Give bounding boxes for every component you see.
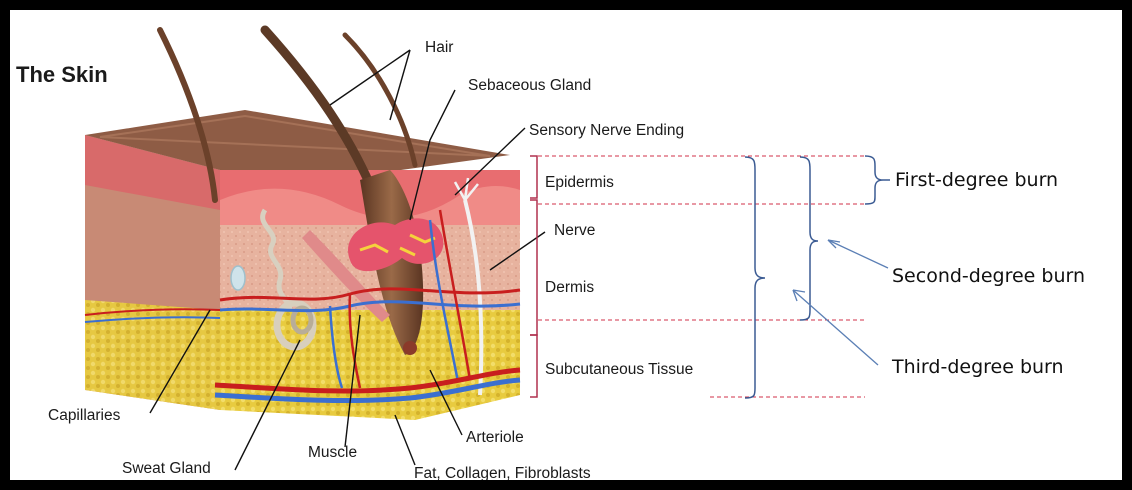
bracket-dermis [530, 200, 537, 335]
label-sebaceous-gland: Sebaceous Gland [468, 77, 591, 94]
label-first-degree-burn: First-degree burn [895, 169, 1058, 191]
layer-brackets [530, 156, 537, 397]
label-third-degree-burn: Third-degree burn [891, 356, 1064, 378]
skin-burn-diagram: The Skin [10, 10, 1122, 480]
skin-cross-section [85, 30, 520, 420]
brace-third-degree [745, 157, 765, 398]
label-capillaries: Capillaries [48, 407, 121, 424]
label-hair: Hair [425, 39, 453, 56]
label-fat-collagen-fibroblasts: Fat, Collagen, Fibroblasts [414, 465, 591, 480]
bracket-subcutaneous [530, 335, 537, 397]
diagram-title: The Skin [16, 62, 108, 87]
label-sensory-nerve-ending: Sensory Nerve Ending [529, 122, 684, 139]
label-arteriole: Arteriole [466, 429, 524, 446]
burn-braces [745, 156, 890, 398]
diagram-frame: The Skin [10, 10, 1122, 480]
label-second-degree-burn: Second-degree burn [892, 265, 1085, 287]
layer-subcutaneous-tissue: Subcutaneous Tissue [545, 361, 693, 378]
bracket-epidermis [530, 156, 537, 198]
front-fat-layer [220, 310, 520, 420]
layer-dermis: Dermis [545, 279, 594, 296]
brace-second-degree [800, 157, 818, 320]
burn-arrows [793, 240, 888, 365]
label-nerve: Nerve [554, 222, 595, 239]
arrow-second-degree [828, 240, 888, 268]
arrow-third-degree [793, 290, 878, 365]
layer-epidermis: Epidermis [545, 174, 614, 191]
label-sweat-gland: Sweat Gland [122, 460, 211, 477]
brace-first-degree [865, 156, 883, 204]
label-muscle: Muscle [308, 444, 357, 461]
